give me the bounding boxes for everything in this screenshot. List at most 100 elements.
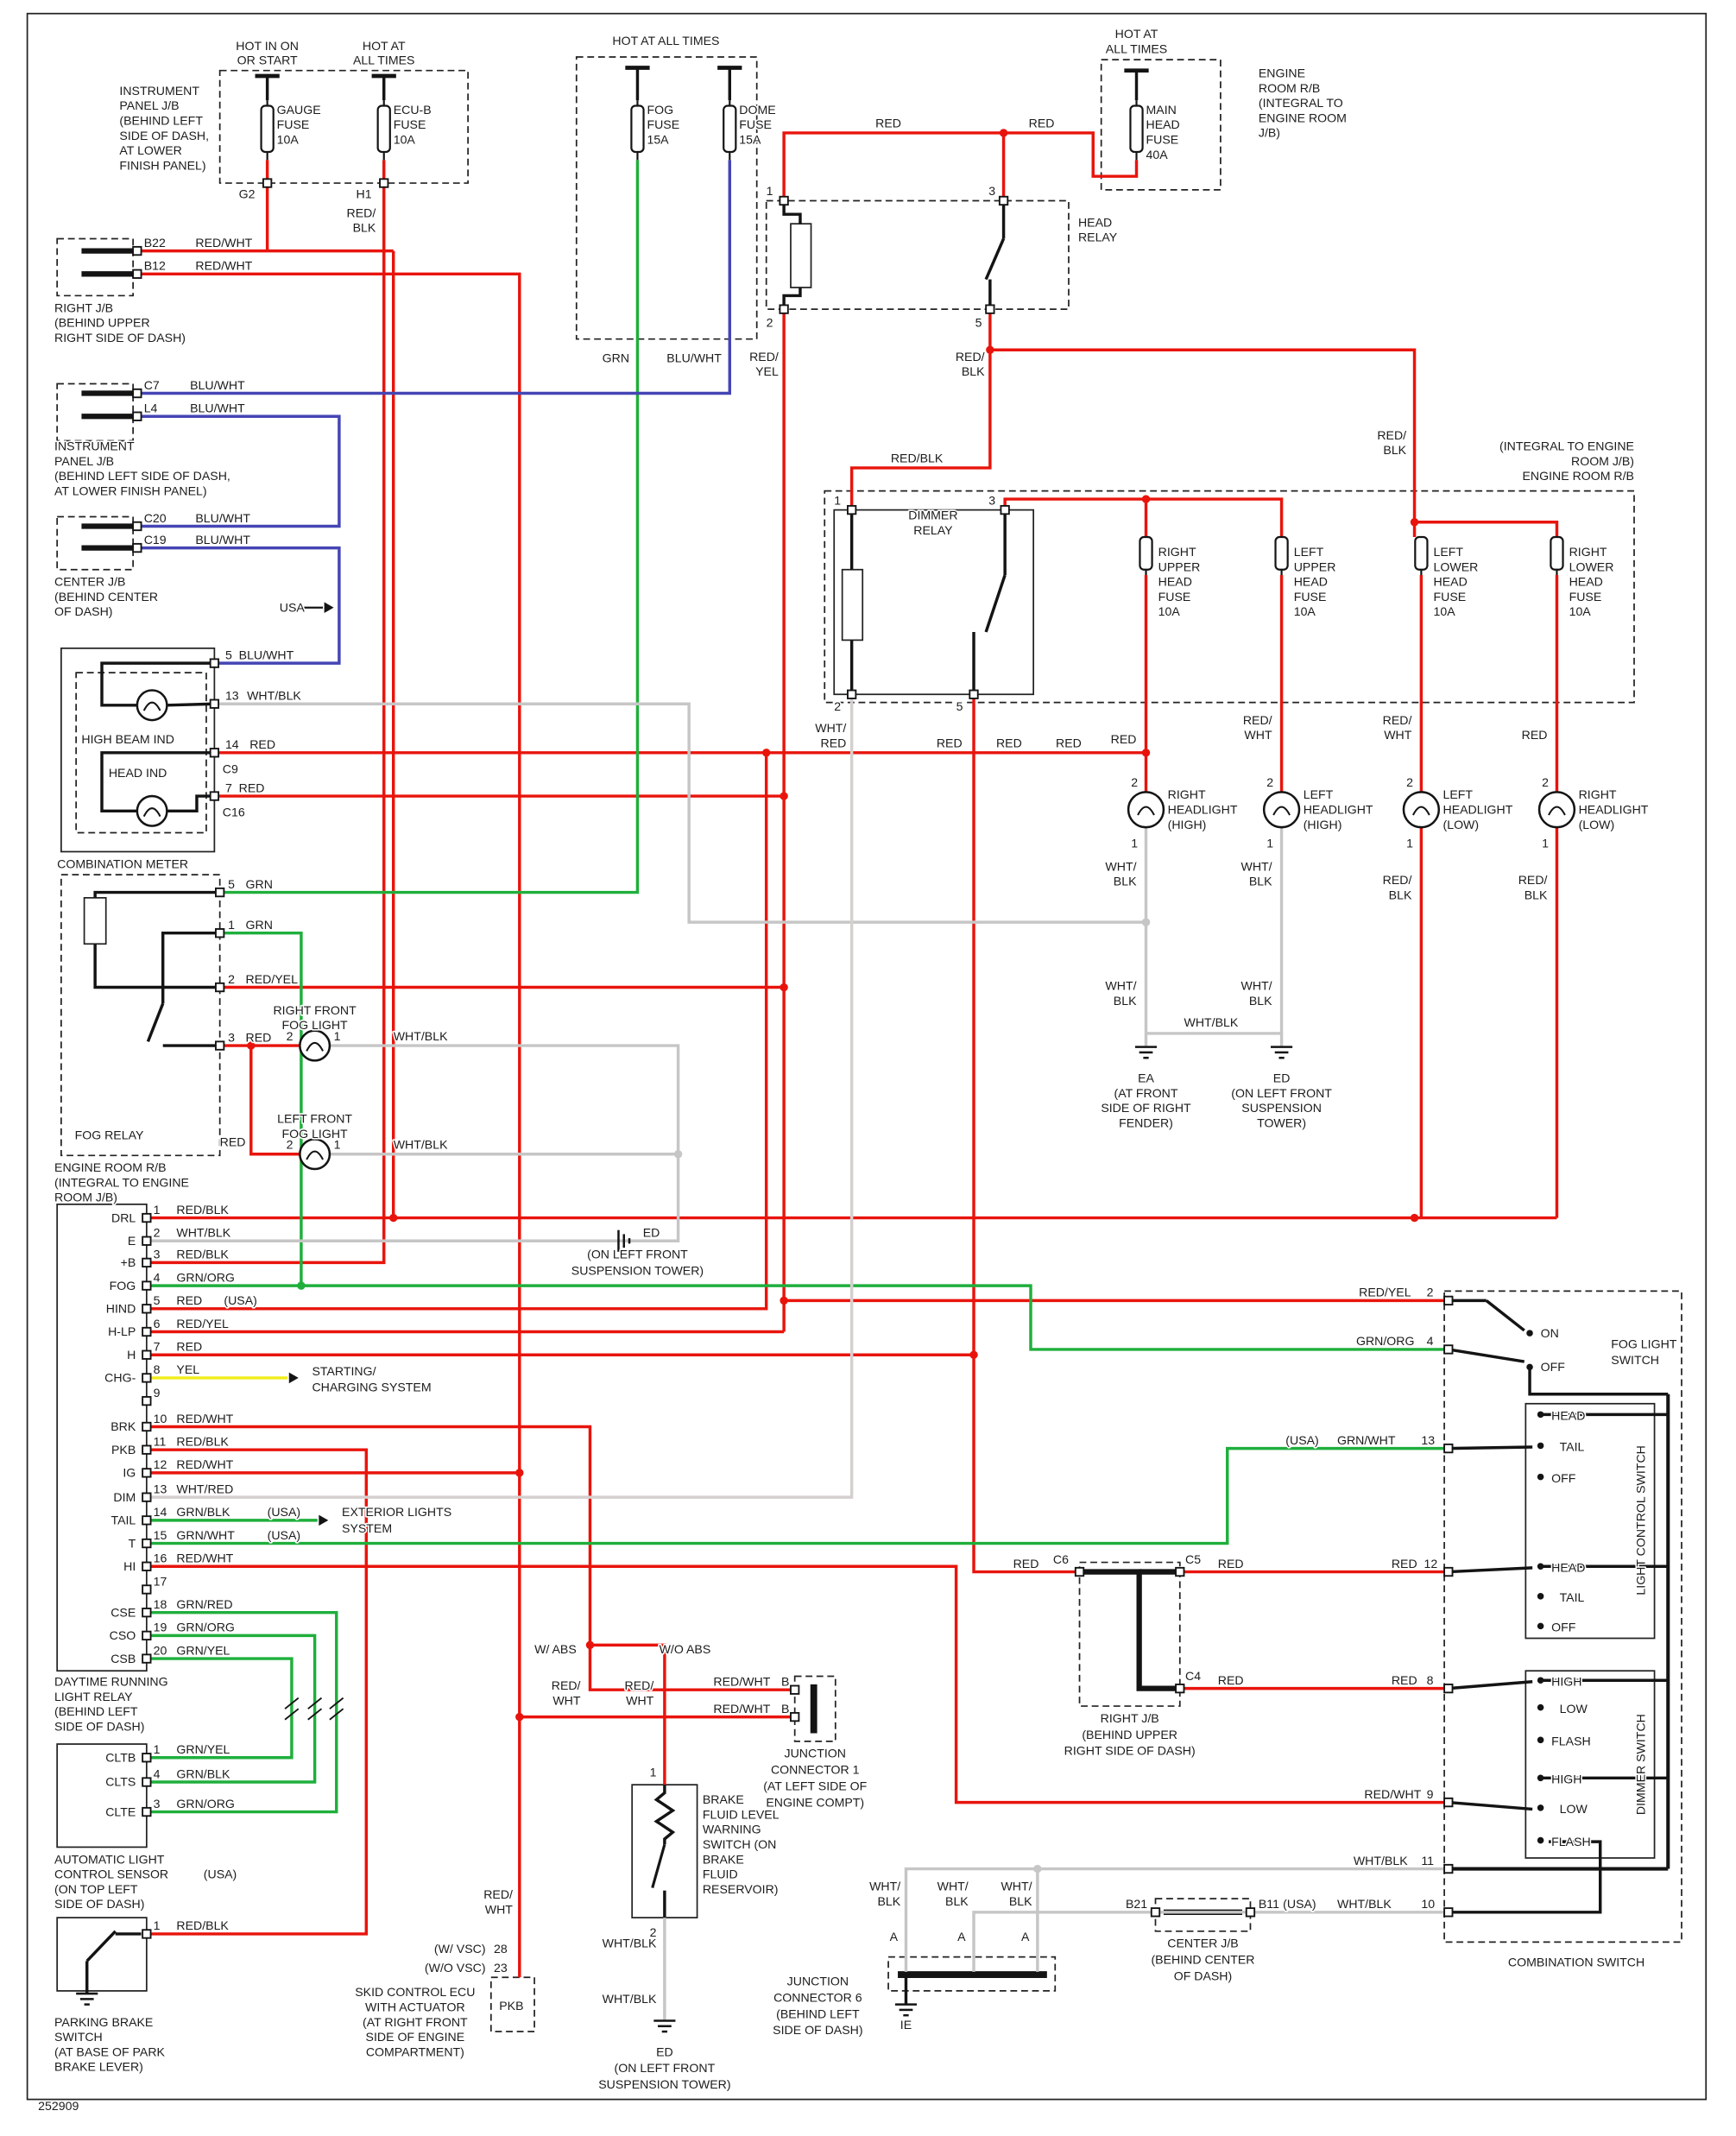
connector-pin [142, 1929, 152, 1939]
component-note: ROOM R/B [1259, 81, 1320, 95]
diagram-label: OFF [1541, 1360, 1566, 1374]
diagram-label: GRN/ORG [1356, 1334, 1415, 1348]
junction-dot [1537, 1593, 1544, 1600]
wire [141, 272, 521, 1978]
component-note: INSTRUMENT [119, 84, 199, 98]
fuse-label: ECU-B [394, 103, 432, 117]
wire-color-label: WHT/RED [176, 1482, 233, 1495]
component-note: CHARGING SYSTEM [312, 1381, 431, 1394]
component-note: ENGINE [1259, 66, 1305, 80]
connector-pin [790, 1684, 800, 1695]
component-note: (BEHIND LEFT [776, 2006, 860, 2020]
diagram-label: 1 [834, 493, 841, 507]
diagram-label: OFF [1551, 1471, 1576, 1485]
pin-number: 3 [154, 1248, 161, 1261]
diagram-label: WHT/BLK [394, 1137, 448, 1151]
wire [972, 1911, 1449, 1972]
connection-line [1528, 1367, 1669, 1396]
diagram-label: RED [246, 1030, 272, 1044]
diagram-label: RED/ [1383, 713, 1412, 727]
component-box [1525, 1402, 1656, 1640]
junction-dot [1526, 1330, 1533, 1337]
component-note: SUSPENSION TOWER) [571, 1264, 704, 1278]
terminal-name: H [127, 1348, 136, 1362]
wire-color-label: GRN/WHT [176, 1528, 235, 1542]
pin-number: 5 [154, 1293, 161, 1307]
junction-dot [515, 1712, 524, 1722]
diagram-label: RED/WHT [713, 1674, 770, 1688]
diagram-label: WHT/BLK [603, 1992, 657, 2006]
fuse-label: UPPER [1294, 559, 1336, 573]
component-note: SIDE OF DASH, [119, 129, 209, 142]
connector-pin [142, 1492, 152, 1502]
diagram-label: RED/ [483, 1887, 513, 1901]
component-note: ALL TIMES [353, 54, 414, 67]
diagram-label: IE [900, 2018, 912, 2032]
fuse-icon [1129, 104, 1144, 154]
component-note: (INTEGRAL TO ENGINE [1499, 439, 1634, 453]
component-note: J/B) [1259, 126, 1280, 140]
component-note: ROOM J/B) [54, 1191, 117, 1204]
connector-pin [142, 1538, 152, 1549]
fuse-icon [630, 104, 645, 154]
diagram-label: RED [1218, 1557, 1244, 1570]
diagram-label: 3 [228, 1030, 235, 1044]
wire [1414, 521, 1559, 538]
diagram-label: RED/ [1383, 873, 1412, 887]
diagram-label: ON [1541, 1326, 1559, 1340]
diagram-label: RED [220, 1134, 246, 1148]
fuse-label: LEFT [1434, 545, 1464, 559]
pin-number: 6 [154, 1317, 161, 1330]
junction-dot [673, 1150, 683, 1159]
bulb-filament [1137, 806, 1155, 816]
component-note: FINISH PANEL) [119, 158, 205, 172]
diagram-label: C20 [144, 511, 167, 525]
terminal-name: HIND [106, 1302, 136, 1316]
diagram-label: BLU/WHT [195, 511, 250, 525]
diagram-label: TAIL [1560, 1590, 1585, 1604]
pin-number: 8 [154, 1362, 161, 1376]
usa-note: (USA) [224, 1293, 256, 1307]
connector-pin [142, 1395, 152, 1406]
usa-note: (USA) [268, 1528, 300, 1542]
component-box [218, 69, 469, 184]
component-box [887, 1956, 1057, 1992]
component-note: BRAKE LEVER) [54, 2060, 143, 2074]
component-note: ED [656, 2044, 673, 2058]
diagram-label: BLK [353, 221, 376, 235]
component-note: (BEHIND LEFT [119, 114, 203, 128]
diagram-label: RED [937, 736, 963, 750]
diagram-label: 23 [494, 1961, 508, 1975]
wire [849, 350, 992, 510]
connector-pin [1000, 504, 1010, 515]
junction-dot [247, 1041, 256, 1050]
junction-dot [1537, 1442, 1544, 1450]
headlight-label: HEADLIGHT [1168, 802, 1238, 816]
diagram-label: B21 [1126, 1897, 1147, 1911]
component-note: (INTEGRAL TO ENGINE [54, 1175, 189, 1189]
component-note: CONNECTOR 1 [771, 1763, 860, 1777]
break-mark [284, 1697, 300, 1709]
headlight-label: (HIGH) [1304, 818, 1342, 831]
component-note: RELAY [913, 523, 953, 537]
connector-pin [142, 1235, 152, 1246]
terminal-name: CSB [110, 1652, 136, 1665]
fuse-label: FUSE [1146, 133, 1179, 147]
headlight-label: (HIGH) [1168, 818, 1207, 831]
diagram-label: RED/ [1518, 873, 1548, 887]
diagram-label: HIGH BEAM IND [81, 732, 174, 746]
component-note: SYSTEM [342, 1521, 392, 1535]
connector-pin [1443, 1443, 1454, 1454]
terminal-name: H-LP [108, 1324, 136, 1338]
wire [146, 1564, 1449, 1804]
diagram-label: RED [1111, 732, 1137, 746]
connector-pin [1443, 1683, 1454, 1694]
pin-number: 3 [154, 1797, 161, 1811]
diagram-label: 2 [1427, 1286, 1434, 1299]
component-note: HOT AT ALL TIMES [612, 34, 719, 47]
junction-dot [780, 983, 788, 992]
component-note: RIGHT FRONT [273, 1003, 357, 1017]
diagram-label: BLK [962, 364, 985, 378]
terminal-name: BRK [110, 1419, 136, 1433]
component-note: (INTEGRAL TO [1259, 96, 1343, 110]
